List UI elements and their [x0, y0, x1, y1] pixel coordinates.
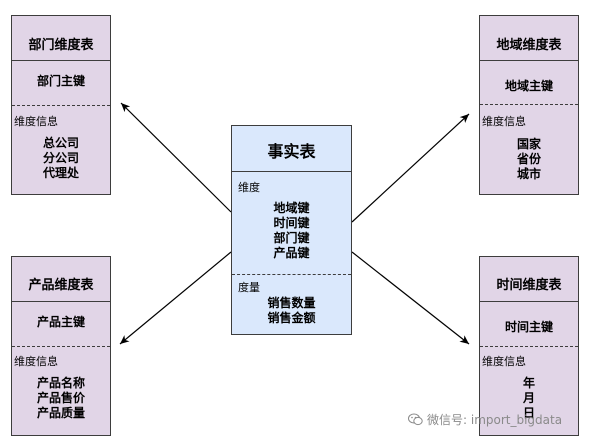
divider: [480, 60, 578, 61]
primary-key: 时间主键: [504, 320, 553, 334]
watermark: 微信号: import_bigdata: [408, 411, 562, 428]
fact-table-title: 事实表: [267, 142, 316, 161]
divider: [480, 301, 578, 302]
info-items: 总公司 分公司 代理处: [12, 136, 110, 181]
fact-table: 事实表 维度 地域键 时间键 部门键 产品键 度量 销售数量 销售金额: [231, 125, 352, 335]
divider: [12, 60, 110, 61]
list-item: 国家: [516, 137, 541, 151]
primary-key: 地域主键: [504, 79, 553, 93]
list-item: 年: [522, 376, 535, 390]
watermark-text: 微信号: import_bigdata: [427, 413, 563, 427]
list-item: 城市: [516, 167, 541, 181]
info-items: 国家 省份 城市: [480, 137, 578, 182]
dashed-divider: [232, 274, 351, 275]
list-item: 销售金额: [267, 311, 316, 325]
divider: [12, 301, 110, 302]
list-item: 地域键: [273, 201, 310, 215]
arrow-to-department: [120, 102, 232, 213]
department-dimension-table: 部门维度表 部门主键 维度信息 总公司 分公司 代理处: [11, 15, 111, 195]
region-dimension-table: 地域维度表 地域主键 维度信息 国家 省份 城市: [479, 15, 579, 195]
info-label: 维度信息: [14, 115, 58, 128]
dimension-keys: 地域键 时间键 部门键 产品键: [232, 201, 351, 261]
info-label: 维度信息: [482, 115, 526, 128]
dashed-divider: [480, 104, 578, 105]
table-title: 时间维度表: [496, 278, 562, 293]
list-item: 产品键: [273, 246, 310, 260]
list-item: 部门键: [273, 231, 310, 245]
arrow-to-product: [119, 251, 232, 345]
dashed-divider: [480, 346, 578, 347]
dashed-divider: [12, 105, 110, 106]
info-items: 产品名称 产品售价 产品质量: [12, 376, 110, 421]
list-item: 日: [522, 406, 535, 420]
list-item: 产品售价: [36, 391, 85, 405]
list-item: 代理处: [42, 166, 79, 180]
measure-items: 销售数量 销售金额: [232, 296, 351, 326]
time-dimension-table: 时间维度表 时间主键 维度信息 年 月 日: [479, 256, 579, 436]
list-item: 分公司: [42, 151, 79, 165]
wechat-icon: [408, 413, 423, 426]
info-label: 维度信息: [482, 355, 526, 368]
list-item: 产品名称: [36, 376, 85, 390]
divider: [232, 171, 351, 172]
measure-label: 度量: [238, 281, 260, 294]
info-label: 维度信息: [14, 355, 58, 368]
list-item: 产品质量: [36, 406, 85, 420]
dimension-label: 维度: [238, 181, 260, 194]
arrow-to-region: [351, 113, 470, 223]
product-dimension-table: 产品维度表 产品主键 维度信息 产品名称 产品售价 产品质量: [11, 256, 111, 436]
arrow-to-time: [351, 251, 470, 345]
primary-key: 产品主键: [36, 315, 85, 329]
list-item: 省份: [516, 152, 541, 166]
list-item: 总公司: [42, 136, 79, 150]
info-items: 年 月 日: [480, 376, 578, 421]
table-title: 地域维度表: [496, 38, 562, 53]
table-title: 部门维度表: [28, 38, 94, 53]
dashed-divider: [12, 346, 110, 347]
list-item: 销售数量: [267, 296, 316, 310]
primary-key: 部门主键: [36, 74, 85, 88]
table-title: 产品维度表: [28, 278, 94, 293]
list-item: 月: [522, 391, 535, 405]
list-item: 时间键: [273, 216, 310, 230]
